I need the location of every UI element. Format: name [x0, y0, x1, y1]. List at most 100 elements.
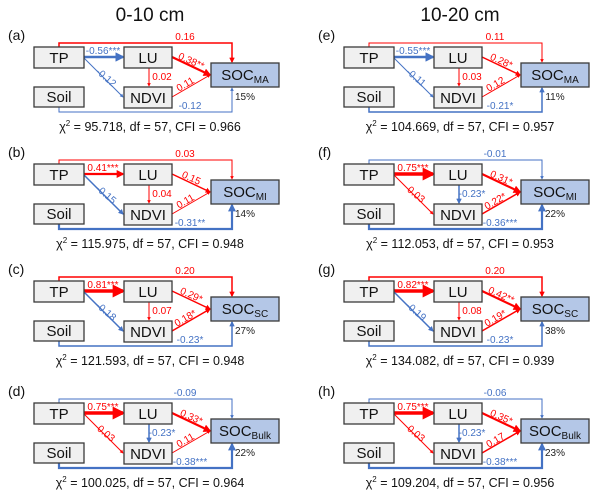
node-soc-box — [520, 62, 590, 88]
node-lu-label: LU — [138, 406, 157, 423]
node-ndvi-box — [123, 86, 173, 109]
path-tp-soc — [58, 276, 235, 298]
node-tp-box — [343, 280, 395, 303]
coef-tp-ndvi: -0.11 — [404, 67, 428, 90]
node-soil-label: Soil — [46, 206, 71, 223]
node-soil-box — [343, 203, 395, 225]
coef-soil-soc: -0.38*** — [483, 457, 518, 468]
column-title-10-20cm: 10-20 cm — [420, 5, 499, 26]
coef-lu-ndvi: -0.23* — [149, 428, 176, 439]
fit-statistics: χ2 = 112.053, df = 57, CFI = 0.953 — [366, 236, 554, 251]
coef-tp-soc: 0.20 — [485, 266, 505, 277]
coef-soil-soc: -0.36*** — [483, 218, 518, 229]
node-lu-box — [123, 402, 173, 425]
node-soc-box — [520, 179, 590, 205]
r-squared: 14% — [235, 209, 255, 220]
fit-statistics: χ2 = 134.082, df = 57, CFI = 0.939 — [366, 353, 555, 368]
coef-soil-soc: -0.21* — [487, 101, 514, 112]
coef-soil-soc: -0.31** — [175, 218, 206, 229]
node-tp-label: TP — [49, 406, 68, 423]
path-lu-soc — [171, 56, 212, 76]
coef-tp-ndvi: -0.15 — [93, 184, 118, 207]
node-soil-label: Soil — [356, 323, 381, 340]
node-soil-label: Soil — [46, 323, 71, 340]
path-ndvi-soc — [481, 191, 521, 215]
node-lu-label: LU — [448, 406, 467, 423]
node-ndvi-label: NDVI — [130, 207, 166, 224]
coef-lu-soc: 0.42** — [486, 285, 515, 306]
coef-tp-ndvi: -0.12 — [93, 67, 118, 90]
coef-tp-ndvi: 0.03 — [405, 424, 427, 445]
coef-tp-lu: -0.55*** — [396, 46, 431, 57]
node-ndvi-label: NDVI — [440, 324, 476, 341]
node-tp-box — [343, 46, 395, 69]
coef-lu-soc: 0.15 — [180, 170, 203, 188]
node-soc-subscript: Bulk — [252, 431, 272, 442]
node-soil-box — [33, 320, 85, 342]
coef-ndvi-soc: 0.11 — [175, 75, 197, 94]
node-ndvi-label: NDVI — [440, 207, 476, 224]
path-tp-soc — [58, 159, 234, 180]
path-lu-soc — [171, 290, 211, 310]
coef-soil-soc: -0.23* — [177, 335, 204, 346]
node-soil-label: Soil — [356, 445, 381, 462]
fit-statistics: χ2 = 109.204, df = 57, CFI = 0.956 — [366, 475, 555, 490]
node-ndvi-box — [433, 442, 483, 465]
node-lu-box — [123, 280, 173, 303]
node-lu-label: LU — [448, 167, 467, 184]
node-lu-label: LU — [138, 50, 157, 67]
node-ndvi-box — [433, 320, 483, 343]
node-soc-box — [520, 418, 590, 444]
node-soc-label: SOCMA — [221, 67, 269, 86]
coef-lu-soc: 0.31* — [488, 169, 514, 189]
path-ndvi-soc — [481, 308, 521, 332]
path-lu-soc — [481, 173, 522, 193]
path-tp-ndvi — [83, 57, 124, 98]
r-squared: 23% — [545, 448, 565, 459]
coef-ndvi-soc: 0.18* — [173, 308, 199, 329]
coef-ndvi-soc: 0.22* — [483, 191, 509, 212]
path-tp-soc — [368, 398, 544, 419]
coef-ndvi-soc: 0.11 — [175, 192, 197, 211]
node-ndvi-box — [433, 203, 483, 226]
path-soil-soc — [58, 87, 234, 113]
path-lu-soc — [481, 412, 522, 432]
node-lu-box — [123, 163, 173, 186]
coef-tp-soc: -0.09 — [174, 388, 197, 399]
coef-tp-ndvi: 0.03 — [95, 424, 117, 445]
path-lu-soc — [171, 173, 211, 193]
coef-tp-ndvi: -0.19 — [403, 301, 428, 324]
fit-statistics: χ2 = 104.669, df = 57, CFI = 0.957 — [366, 119, 555, 134]
path-lu-soc — [481, 290, 522, 310]
node-tp-box — [343, 163, 395, 186]
node-ndvi-box — [123, 320, 173, 343]
node-tp-label: TP — [49, 50, 68, 67]
node-soc-subscript: SC — [254, 309, 268, 320]
node-soc-label: SOCBulk — [219, 423, 272, 442]
coef-soil-soc: -0.38*** — [173, 457, 208, 468]
coef-lu-ndvi: 0.03 — [462, 72, 482, 83]
path-tp-soc — [58, 398, 234, 419]
path-tp-soc — [368, 42, 544, 63]
panel-label: (f) — [318, 144, 331, 160]
coef-tp-lu: 0.75*** — [397, 163, 428, 174]
node-tp-label: TP — [49, 284, 68, 301]
node-soc-subscript: MI — [566, 192, 577, 203]
node-tp-label: TP — [49, 167, 68, 184]
fit-statistics: χ2 = 121.593, df = 57, CFI = 0.948 — [56, 353, 245, 368]
coef-ndvi-soc: 0.19* — [483, 308, 509, 329]
node-soc-box — [210, 418, 280, 444]
node-ndvi-box — [123, 203, 173, 226]
node-soil-label: Soil — [46, 89, 71, 106]
path-tp-ndvi — [393, 174, 434, 215]
coef-tp-soc: -0.01 — [484, 149, 507, 160]
r-squared: 11% — [545, 92, 564, 103]
path-soil-soc — [57, 442, 236, 470]
path-soil-soc — [58, 320, 235, 347]
path-ndvi-soc — [171, 74, 211, 98]
